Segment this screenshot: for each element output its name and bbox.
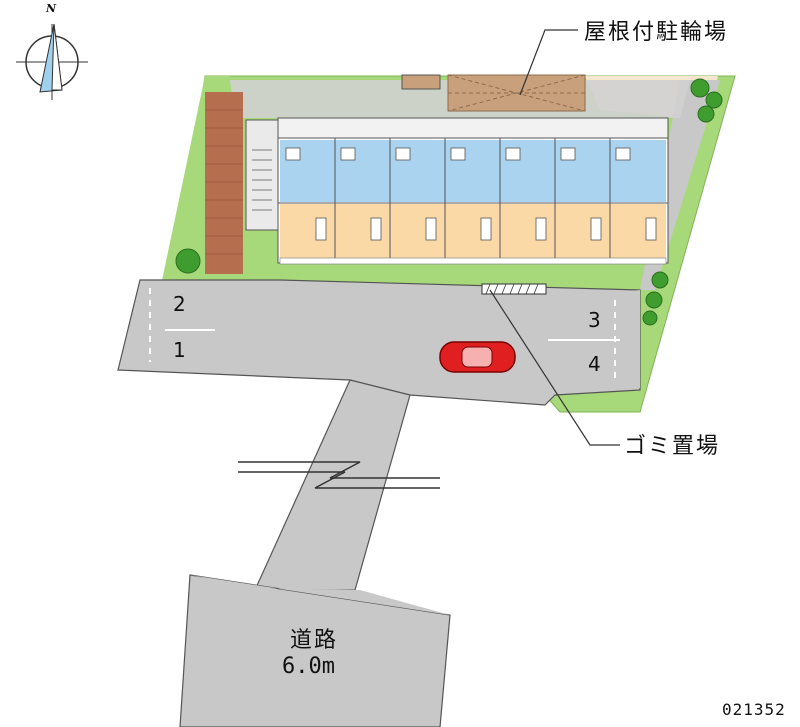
access-road xyxy=(254,379,411,591)
parking-space-label: 1 xyxy=(173,338,186,362)
car-icon xyxy=(439,341,516,373)
callout-garbage-area: ゴミ置場 xyxy=(624,434,721,459)
bike-stand xyxy=(401,74,441,90)
road-name: 道路 xyxy=(290,628,339,653)
parking-space-label: 4 xyxy=(588,352,601,376)
north-label: N xyxy=(46,2,57,15)
public-road xyxy=(179,574,451,727)
compass-rose-icon xyxy=(16,23,88,100)
road-break-symbol xyxy=(238,461,440,489)
parking-lot xyxy=(117,279,641,406)
road-width: 6.0m xyxy=(282,654,335,679)
staircase xyxy=(245,119,279,231)
apartment-building xyxy=(277,117,669,265)
parking-space-label: 3 xyxy=(588,308,601,332)
tree-icon xyxy=(175,78,723,326)
brick-wall xyxy=(205,92,243,274)
callout-bicycle-parking: 屋根付駐輪場 xyxy=(584,20,729,45)
reference-code: 021352 xyxy=(722,700,786,719)
parking-space-label: 2 xyxy=(173,292,186,316)
